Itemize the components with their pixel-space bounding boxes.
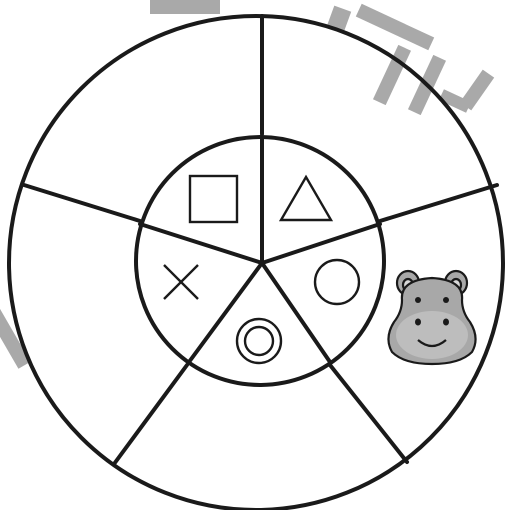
hippo-face-icon bbox=[388, 271, 475, 364]
outer-divider bbox=[330, 365, 407, 462]
inner-divider bbox=[262, 224, 380, 263]
watermark-stroke bbox=[460, 70, 494, 111]
outer-divider bbox=[380, 185, 497, 221]
watermark-stroke bbox=[373, 45, 411, 105]
circle-icon bbox=[315, 260, 359, 304]
outer-divider bbox=[114, 365, 187, 464]
inner-divider bbox=[140, 224, 262, 263]
triangle-icon bbox=[281, 177, 331, 220]
inner-divider bbox=[189, 263, 262, 362]
outer-divider bbox=[24, 185, 140, 221]
double-circle-icon bbox=[237, 319, 281, 363]
cross-icon bbox=[164, 265, 198, 299]
watermark-stroke bbox=[150, 0, 220, 14]
square-icon bbox=[190, 176, 237, 222]
